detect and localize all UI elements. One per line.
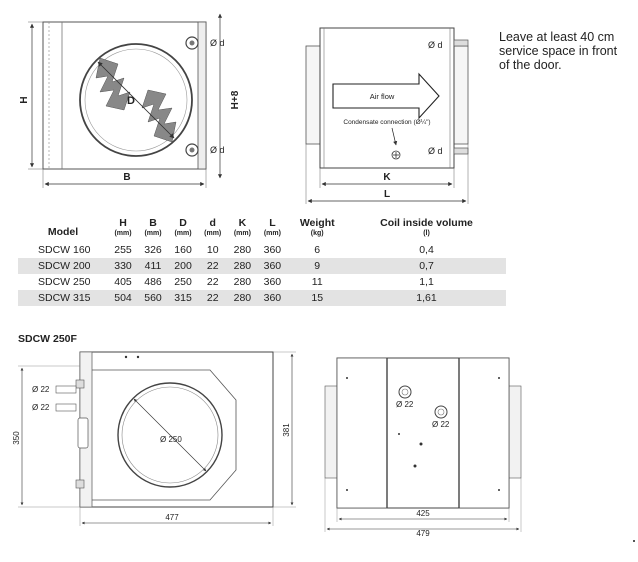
cell-model: SDCW 250	[38, 276, 91, 288]
width-outer-label: 479	[416, 529, 430, 538]
side-pipe-label-bottom: Ø d	[428, 146, 443, 156]
spec-table: Model H(mm) B(mm) D(mm) d(mm) K(mm) L(mm…	[18, 218, 506, 306]
front-view-250f: Ø 250 Ø 22 Ø 22 350 381 477	[12, 351, 296, 526]
table-row: SDCW 250 405 486 250 22 280 360 11 1,1	[18, 274, 506, 290]
cell-d-upper: 250	[174, 276, 192, 288]
table-row: SDCW 200 330 411 200 22 280 360 9 0,7	[18, 258, 506, 274]
col-header-d-lower: d(mm)	[204, 217, 222, 238]
cell-l: 360	[263, 276, 282, 288]
label-B: B	[123, 172, 130, 183]
note-line: service space in front	[499, 44, 618, 58]
side-pipe-label-2: Ø 22	[432, 420, 450, 429]
cell-weight: 15	[287, 290, 348, 306]
condensate-label: Condensate connection (Ø¼")	[343, 119, 430, 126]
label-D: D	[127, 95, 135, 107]
pipe-label-1: Ø 22	[32, 385, 50, 394]
cell-d-upper: 315	[168, 290, 199, 306]
col-header-weight: Weight(kg)	[299, 217, 335, 238]
cell-d-lower: 22	[206, 276, 219, 288]
cell-d-upper: 160	[174, 244, 192, 256]
width-label: 477	[165, 513, 179, 522]
pipe-connector-icon	[55, 385, 77, 394]
col-header-h: H(mm)	[114, 217, 132, 238]
pipe-label-bottom: Ø d	[210, 145, 225, 155]
cell-k: 280	[227, 258, 258, 274]
cell-k: 280	[233, 244, 252, 256]
cell-d-lower: 22	[198, 290, 228, 306]
cell-b: 486	[144, 276, 162, 288]
pipe-label-top: Ø d	[210, 38, 225, 48]
label-K: K	[383, 172, 391, 183]
cell-coil-volume: 0,7	[347, 258, 506, 274]
cell-b: 411	[138, 258, 169, 274]
col-header-model: Model	[47, 226, 79, 238]
cell-d-lower: 10	[206, 244, 219, 256]
cell-coil-volume: 1,1	[419, 276, 434, 288]
table-header-row: Model H(mm) B(mm) D(mm) d(mm) K(mm) L(mm…	[18, 218, 506, 242]
airflow-arrow-icon	[332, 72, 440, 120]
airflow-label: Air flow	[370, 92, 395, 101]
cell-coil-volume: 1,61	[347, 290, 506, 306]
cell-h: 504	[108, 290, 139, 306]
label-H: H	[19, 96, 30, 103]
pipe-label-2: Ø 22	[32, 403, 50, 412]
cell-l: 360	[263, 244, 282, 256]
door-handle-icon	[77, 417, 89, 449]
cell-l: 360	[257, 258, 288, 274]
width-inner-label: 425	[416, 509, 430, 518]
front-view: D Ø d Ø d H H+8 B	[19, 13, 241, 188]
coil-circle	[79, 43, 193, 157]
side-pipe-label-1: Ø 22	[396, 400, 414, 409]
height-outer-label: 381	[282, 423, 291, 437]
stray-dot	[633, 540, 635, 542]
table-row: SDCW 315 504 560 315 22 280 360 15 1,61	[18, 290, 506, 306]
cell-d-upper: 200	[168, 258, 199, 274]
bottom-drawings: Ø 250 Ø 22 Ø 22 350 381 477	[12, 351, 522, 538]
cell-weight: 6	[314, 244, 321, 256]
diameter-label: Ø 250	[160, 435, 182, 444]
side-pipe-label-top: Ø d	[428, 40, 443, 50]
service-note: Leave at least 40 cm service space in fr…	[499, 30, 635, 72]
cell-model: SDCW 315	[18, 290, 108, 306]
cell-model: SDCW 200	[18, 258, 108, 274]
cell-weight: 11	[311, 276, 323, 288]
side-view-250f: Ø 22 Ø 22 425 479	[324, 357, 522, 538]
label-L: L	[384, 189, 390, 200]
col-header-coil-volume: Coil inside volume(l)	[380, 217, 473, 238]
col-header-b: B(mm)	[144, 217, 162, 238]
cell-b: 326	[144, 244, 162, 256]
cell-h: 255	[114, 244, 132, 256]
cell-weight: 9	[287, 258, 348, 274]
cell-h: 405	[114, 276, 132, 288]
cell-d-lower: 22	[198, 258, 228, 274]
top-drawings: D Ø d Ø d H H+8 B Air flow Condensate co…	[19, 13, 469, 204]
note-line: of the door.	[499, 58, 562, 72]
height-inner-label: 350	[12, 431, 21, 445]
side-view: Air flow Condensate connection (Ø¼") Ø d…	[305, 27, 469, 204]
cell-b: 560	[138, 290, 169, 306]
cell-k: 280	[227, 290, 258, 306]
pipe-connector-icon	[55, 403, 77, 412]
section-title: SDCW 250F	[18, 333, 77, 345]
cell-l: 360	[257, 290, 288, 306]
table-row: SDCW 160 255 326 160 10 280 360 6 0,4	[18, 242, 506, 258]
cell-h: 330	[108, 258, 139, 274]
label-H8: H+8	[230, 90, 241, 109]
cell-k: 280	[233, 276, 252, 288]
col-header-l: L(mm)	[263, 217, 281, 238]
note-line: Leave at least 40 cm	[499, 30, 615, 44]
cell-coil-volume: 0,4	[419, 244, 434, 256]
col-header-k: K(mm)	[233, 217, 251, 238]
cell-model: SDCW 160	[38, 244, 91, 256]
col-header-d-upper: D(mm)	[174, 217, 192, 238]
